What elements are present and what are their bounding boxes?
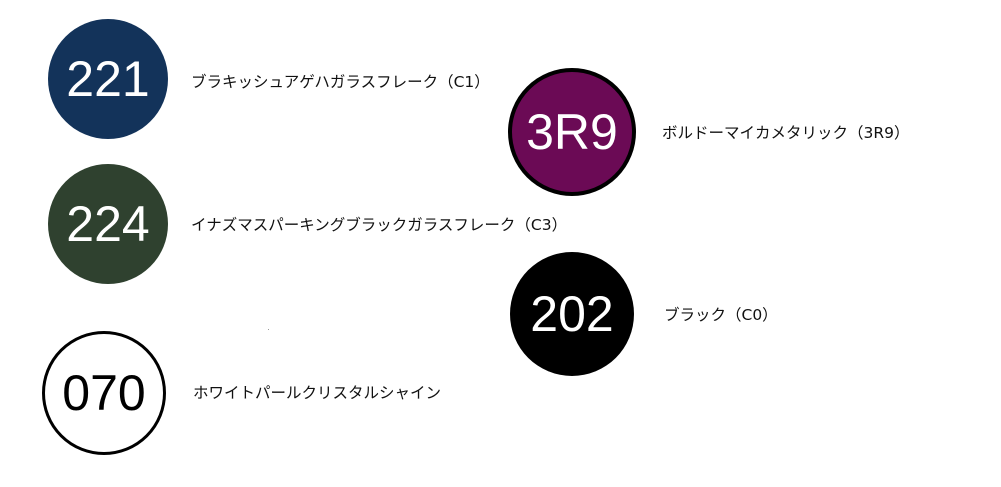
color-label-224: イナズマスパーキングブラックガラスフレーク（C3） <box>191 216 568 234</box>
color-swatch-202: 202 <box>510 252 634 376</box>
stray-dot <box>268 329 269 330</box>
color-label-221: ブラキッシュアゲハガラスフレーク（C1） <box>191 73 490 91</box>
color-swatch-221: 221 <box>48 19 168 139</box>
color-swatch-224: 224 <box>48 164 168 284</box>
color-label-202: ブラック（C0） <box>664 306 778 324</box>
color-swatch-070: 070 <box>42 331 166 455</box>
color-swatch-3r9: 3R9 <box>508 68 636 196</box>
color-label-070: ホワイトパールクリスタルシャイン <box>193 384 442 402</box>
color-label-3r9: ボルドーマイカメタリック（3R9） <box>662 124 910 142</box>
